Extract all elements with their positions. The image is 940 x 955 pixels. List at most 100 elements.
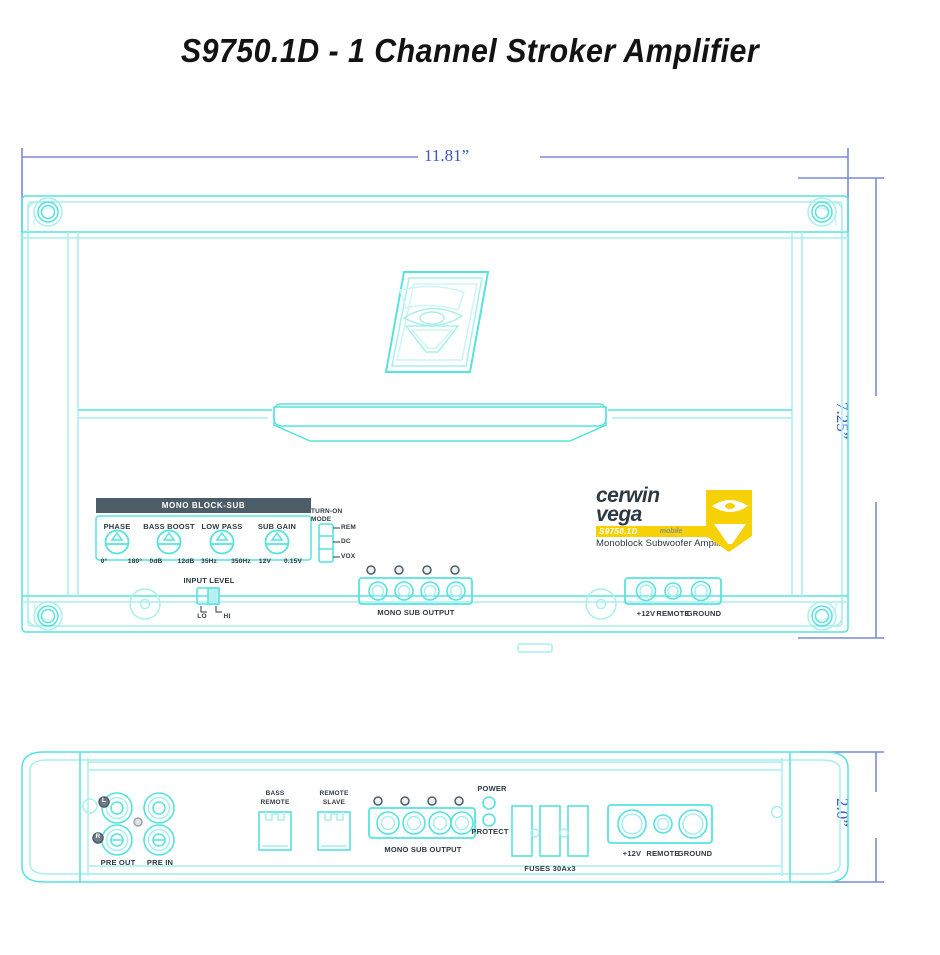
input-level-switch xyxy=(196,587,222,613)
power-led-label: POWER xyxy=(477,784,507,793)
brand-eye-mark xyxy=(706,490,752,552)
channel-dot-l xyxy=(98,796,110,808)
chassis-outline xyxy=(21,195,849,633)
power-label-12v-top: +12V xyxy=(636,609,656,618)
left-screw-boss xyxy=(129,588,161,620)
rca-center-screw xyxy=(133,817,143,827)
emblem-outer xyxy=(384,271,490,373)
channel-mark-l: L xyxy=(101,797,107,804)
power-label-ground-top: GROUND xyxy=(686,609,722,618)
rear-chassis-outline-inner xyxy=(29,759,841,875)
dimension-width-label: 11.81” xyxy=(424,146,470,165)
knob-min-low-pass: 35Hz xyxy=(201,558,217,565)
brand-subtitle: Monoblock Subwoofer Amplifier xyxy=(596,537,732,549)
fuse-holders xyxy=(511,805,589,857)
pre-out-label: PRE OUT xyxy=(100,858,136,867)
brand-v-shape xyxy=(714,524,746,544)
turn-on-mode-option-vox: VOX xyxy=(341,553,356,560)
channel-mark-r: R xyxy=(95,833,101,840)
emblem-inner-2 xyxy=(396,283,478,361)
terminal-screw-3 xyxy=(422,565,432,575)
bass-remote-jack xyxy=(258,811,292,851)
turn-on-mode-option-rem: REM xyxy=(341,524,357,531)
remote-slave-label-line2: SLAVE xyxy=(322,799,346,806)
corner-screw-tr-ring xyxy=(807,197,837,227)
fuse-slot-2 xyxy=(539,805,561,857)
corner-screw-tl-ring xyxy=(33,197,63,227)
corner-screw-br-ring2 xyxy=(811,605,833,627)
protect-led-label: PROTECT xyxy=(471,827,509,836)
corner-screw-tl-ring2 xyxy=(37,201,59,223)
corner-screw-bl-ring2 xyxy=(37,605,59,627)
speaker-output-label-top: MONO SUB OUTPUT xyxy=(377,608,455,617)
fuse-slot-3 xyxy=(567,805,589,857)
power-label-12v-rear: +12V xyxy=(622,849,642,858)
corner-screw-bl-ring xyxy=(33,601,63,631)
turn-on-mode-switch xyxy=(318,523,340,563)
brand-line2: vega xyxy=(596,503,642,527)
turn-on-mode-label-line2: MODE xyxy=(311,516,332,523)
emblem-inner xyxy=(391,277,483,367)
corner-screw-tr-ring2 xyxy=(811,201,833,223)
emblem-eye xyxy=(402,307,464,327)
knob-min-bass-boost: 0dB xyxy=(149,558,163,565)
fuse-slot-1 xyxy=(511,805,533,857)
pre-in-label: PRE IN xyxy=(146,858,174,867)
chassis-outline-inner xyxy=(27,201,843,627)
rear-right-screw xyxy=(770,805,784,819)
emblem-cone-inner xyxy=(410,329,454,349)
knob-label-low-pass: LOW PASS xyxy=(201,522,243,531)
power-label-ground-rear: GROUND xyxy=(677,849,713,858)
center-cover-top xyxy=(273,403,607,427)
brand-model-text: S9750.1D xyxy=(599,526,638,536)
emblem-upper-sweep xyxy=(399,285,465,311)
terminal-screw-4 xyxy=(450,565,460,575)
input-level-label: INPUT LEVEL xyxy=(183,576,235,585)
knob-sub-gain xyxy=(264,529,290,555)
rear-terminal-screw-1 xyxy=(373,796,383,806)
channel-dot-r xyxy=(92,832,104,844)
corner-mounts xyxy=(27,197,843,631)
control-panel-frame xyxy=(95,515,312,561)
knob-low-pass xyxy=(209,529,235,555)
brand-line1: cerwin xyxy=(596,484,660,507)
brand-model-bar: S9750.1D mobile xyxy=(596,525,748,537)
knob-max-bass-boost: 12dB xyxy=(177,558,195,565)
fuses-label: FUSES 30Ax3 xyxy=(524,864,576,873)
knob-label-sub-gain: SUB GAIN xyxy=(257,522,297,531)
brand-eye-pupil xyxy=(725,503,735,509)
center-cover-plate xyxy=(273,406,607,442)
power-terminal-block-top xyxy=(624,577,722,605)
bass-remote-label-line2: REMOTE xyxy=(260,799,290,806)
terminal-screw-2 xyxy=(394,565,404,575)
knob-max-phase: 180° xyxy=(127,558,143,565)
turn-on-mode-option-dc: DC xyxy=(341,538,351,545)
emblem-cone xyxy=(404,325,460,353)
knob-min-sub-gain: 12V xyxy=(258,558,272,565)
rotary-knobs xyxy=(104,529,290,555)
rear-terminal-screw-3 xyxy=(427,796,437,806)
mono-block-sub-header: MONO BLOCK-SUB xyxy=(96,498,311,513)
bass-remote-label-line1: BASS xyxy=(265,790,285,797)
rear-chassis-outline xyxy=(21,751,849,883)
input-level-option-hi: HI xyxy=(223,613,231,620)
knob-phase xyxy=(104,529,130,555)
corner-screw-br-ring xyxy=(807,601,837,631)
brand-mobile-text: mobile xyxy=(659,527,683,535)
speaker-terminal-block-rear xyxy=(368,796,476,839)
turn-on-mode-label-line1: TURN-ON xyxy=(311,508,343,515)
knob-max-sub-gain: 0.15V xyxy=(284,558,302,565)
input-level-option-lo: LO xyxy=(197,613,207,620)
corner-screw-bl xyxy=(40,608,56,624)
rca-left-vent xyxy=(82,798,98,814)
knob-min-phase: 0° xyxy=(100,558,108,565)
corner-screw-br xyxy=(814,608,830,624)
brand-emblem xyxy=(384,271,490,373)
remote-slave-label-line1: REMOTE xyxy=(319,790,349,797)
rear-terminal-screw-4 xyxy=(454,796,464,806)
emblem-pupil xyxy=(419,311,445,325)
rca-pre-in xyxy=(143,792,175,856)
